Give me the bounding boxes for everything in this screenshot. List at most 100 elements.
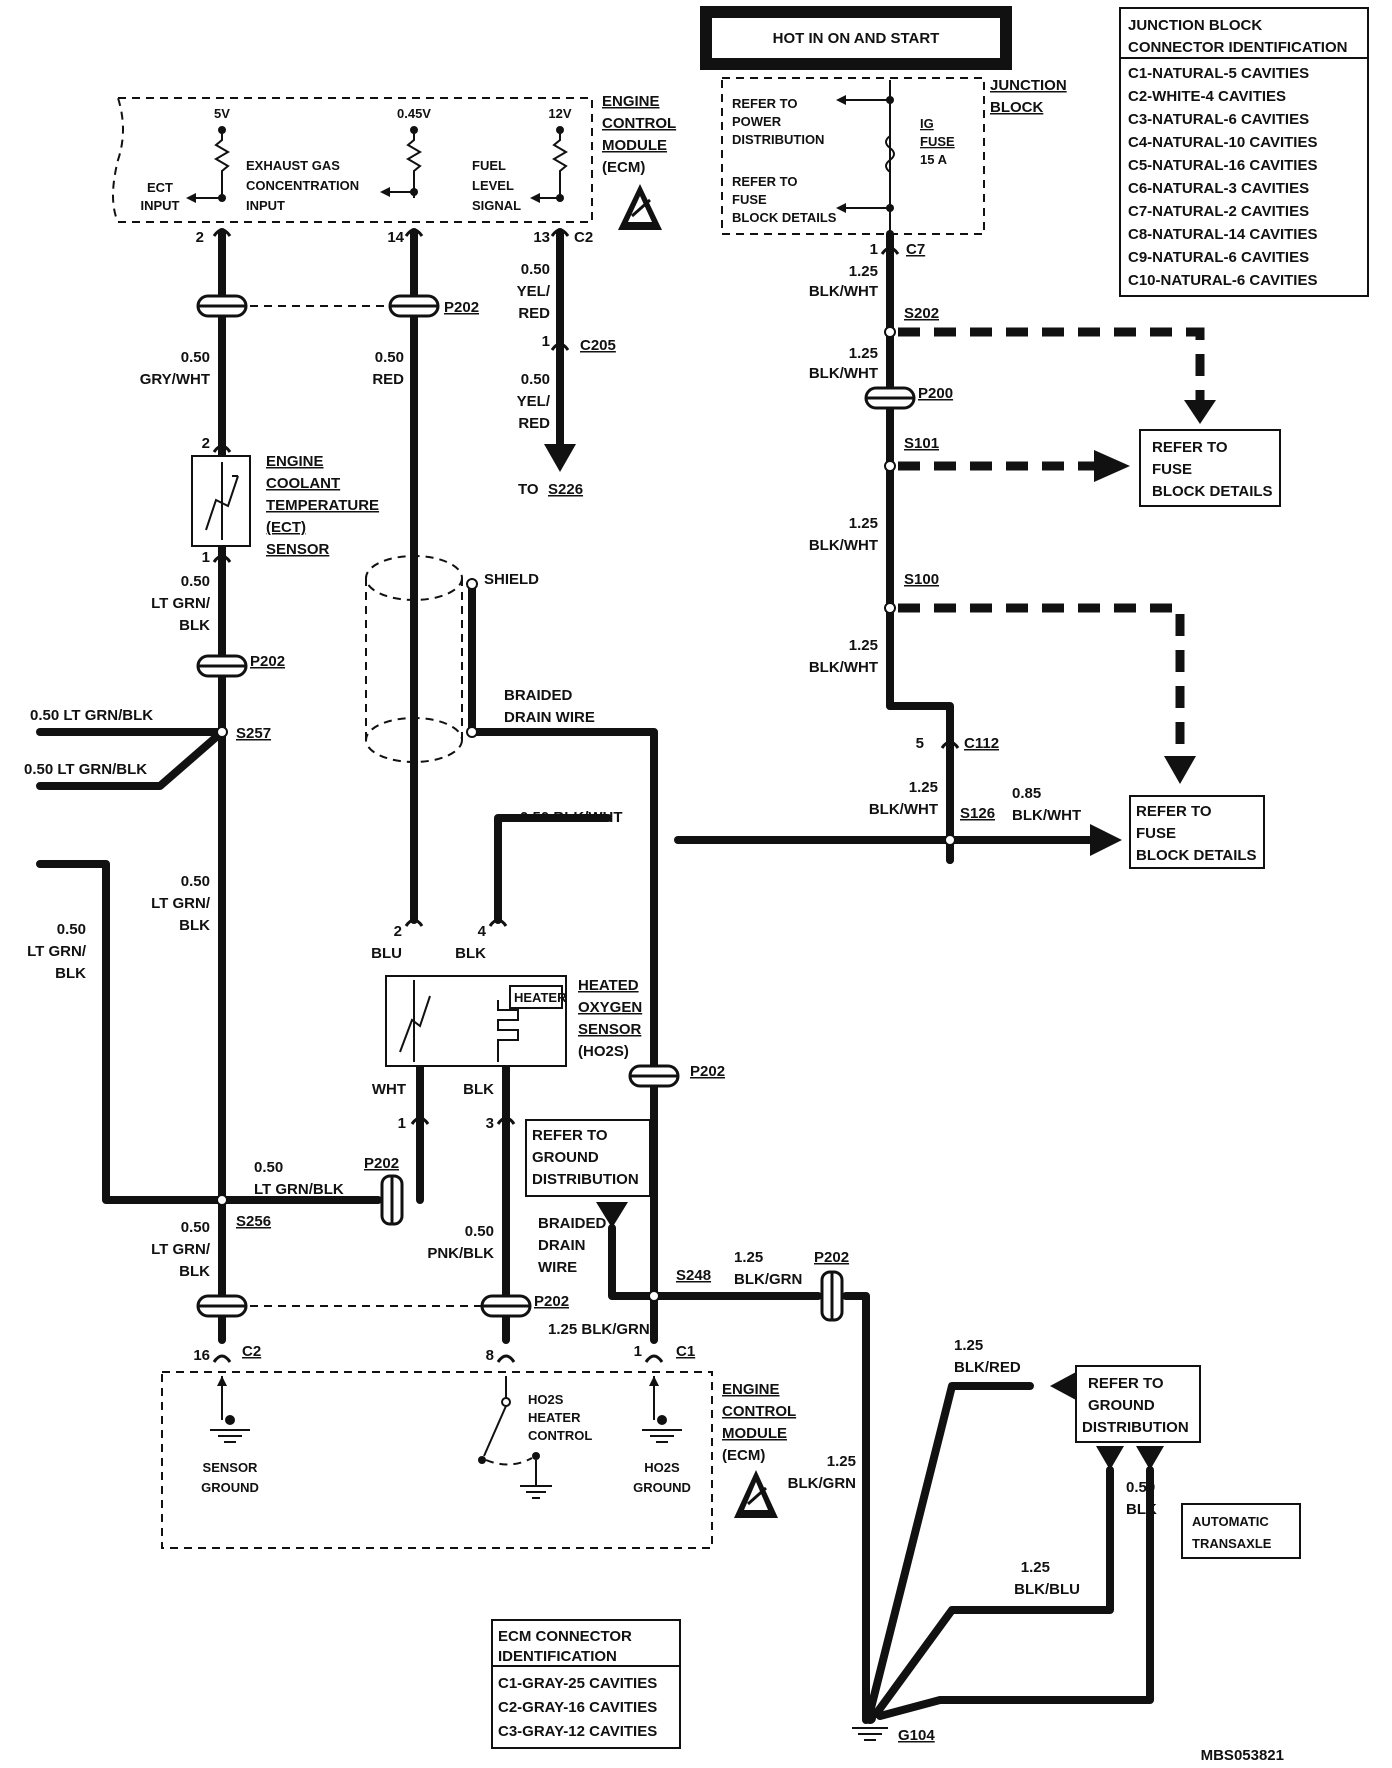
figure-id: MBS053821 [1201, 1747, 1284, 1764]
ect-name: ENGINE [266, 453, 324, 470]
s126-label: S126 [960, 805, 995, 822]
ref-power: POWER [732, 114, 782, 129]
sensor-ground-label: SENSOR [203, 1460, 259, 1475]
exhaust-label: EXHAUST GAS [246, 158, 340, 173]
connector-cavity [212, 554, 232, 563]
wire-color: LT GRN/ [151, 1241, 211, 1258]
ecm-name: CONTROL [722, 1403, 796, 1420]
sensor-ground-label: GROUND [201, 1480, 259, 1495]
inline-connector [196, 1294, 248, 1318]
connector-cavity [404, 918, 424, 927]
connector-pin: 1 [542, 333, 550, 350]
connector-cavity [550, 228, 570, 237]
inline-connector [196, 294, 248, 318]
junction-block-connector-table: JUNCTION BLOCK CONNECTOR IDENTIFICATION … [1119, 7, 1369, 297]
ref-text: REFER TO [532, 1127, 608, 1144]
ref-power: REFER TO [732, 96, 798, 111]
ref-text: GROUND [532, 1149, 599, 1166]
ref-text: REFER TO [1088, 1375, 1164, 1392]
connector-pin: 5 [916, 735, 924, 752]
junction-table-row: C8-NATURAL-14 CAVITIES [1128, 226, 1317, 243]
wire-gage: 1.25 [1021, 1559, 1050, 1576]
wire-color: BLK/WHT [869, 801, 938, 818]
wire-gage: 0.85 [1012, 785, 1041, 802]
ecm-table-title-2: IDENTIFICATION [498, 1648, 617, 1665]
ho2s-ground-label: HO2S [644, 1460, 680, 1475]
ect-input-label: ECT [147, 180, 173, 195]
ref-text: GROUND [1088, 1397, 1155, 1414]
wire-color: BLK/WHT [809, 365, 878, 382]
ref-text: BLOCK DETAILS [1136, 847, 1257, 864]
ho2s-wire-color: WHT [372, 1081, 406, 1098]
hot-label: HOT IN ON AND START [773, 30, 940, 47]
ecm-pin: 8 [486, 1347, 494, 1364]
connector-cavity [496, 1354, 516, 1363]
exhaust-label: CONCENTRATION [246, 178, 359, 193]
wire-gage: 1.25 [849, 515, 878, 532]
junction-table-row: C6-NATURAL-3 CAVITIES [1128, 180, 1309, 197]
ecm-bottom-module: 16 C2 8 1 C1 SENSOR GROUND HO2S HEATER C… [161, 1343, 796, 1549]
wire-gage: 1.25 [849, 637, 878, 654]
wire-gage: 1.25 [827, 1453, 856, 1470]
p202-label: P202 [444, 299, 479, 316]
ho2s-wire-color: BLU [371, 945, 402, 962]
c112-label: C112 [964, 735, 999, 752]
ground-g104: G104 [852, 1712, 935, 1744]
ecm-name: MODULE [722, 1425, 787, 1442]
connector-cavity [496, 1116, 516, 1125]
junction-table-row: C1-NATURAL-5 CAVITIES [1128, 65, 1309, 82]
splice-label: S226 [548, 481, 583, 498]
ect-pin: 1 [202, 549, 210, 566]
ect-name: (ECT) [266, 519, 306, 536]
fuel-label: LEVEL [472, 178, 514, 193]
ref-text: REFER TO [1136, 803, 1212, 820]
wire-color: RED [372, 371, 404, 388]
ho2s-pin: 3 [486, 1115, 494, 1132]
ecm-name: CONTROL [602, 115, 676, 132]
ref-text: FUSE [1136, 825, 1176, 842]
wire-color: LT GRN/BLK [254, 1181, 344, 1198]
ref-fuse-2: REFER TO FUSE BLOCK DETAILS [1129, 795, 1265, 869]
p202-label: P202 [250, 653, 285, 670]
ref-fuse: FUSE [732, 192, 767, 207]
ref-fuse: REFER TO [732, 174, 798, 189]
wire-gage: 0.50 [181, 873, 210, 890]
splice-nodes [216, 326, 956, 1302]
ecm-pin: 2 [196, 229, 204, 246]
wire-label: 1.25 BLK/GRN [548, 1321, 650, 1338]
ecm-connector: C1 [676, 1343, 695, 1360]
wire-label: 0.50 LT GRN/BLK [24, 761, 147, 778]
inline-connector [480, 1294, 532, 1318]
heater-control-label: HO2S [528, 1392, 564, 1407]
ect-name: TEMPERATURE [266, 497, 379, 514]
junction-table-title-2: CONNECTOR IDENTIFICATION [1128, 39, 1347, 56]
wire-color: BLK/GRN [734, 1271, 802, 1288]
ecm-name: (ECM) [602, 159, 645, 176]
fuse-label: IG [920, 116, 934, 131]
wire-labels: 0.50 GRY/WHT 0.50 RED 0.50 YEL/ RED 1 C2… [24, 261, 1157, 1598]
ecm-table-row: C3-GRAY-12 CAVITIES [498, 1723, 657, 1740]
drain-label: BRAIDED [538, 1215, 607, 1232]
connector-cavity [488, 918, 508, 927]
s256-label: S256 [236, 1213, 271, 1230]
ecm-name: ENGINE [722, 1381, 780, 1398]
ecm-pin: 13 [533, 229, 550, 246]
connector-cavity [404, 228, 424, 237]
wire-color: LT GRN/ [27, 943, 87, 960]
wire-color: GRY/WHT [140, 371, 210, 388]
wire-gage: 0.50 [181, 1219, 210, 1236]
esd-warning-icon [734, 1470, 778, 1518]
v12-label: 12V [548, 106, 571, 121]
ref-fuse: BLOCK DETAILS [732, 210, 837, 225]
s100-label: S100 [904, 571, 939, 588]
drain-label: DRAIN [538, 1237, 586, 1254]
ho2s-name: (HO2S) [578, 1043, 629, 1060]
p202-label: P202 [534, 1293, 569, 1310]
wire-color: PNK/BLK [427, 1245, 494, 1262]
jb-connector: C7 [906, 241, 925, 258]
junction-table-row: C7-NATURAL-2 CAVITIES [1128, 203, 1309, 220]
ref-text: REFER TO [1152, 439, 1228, 456]
ref-ground-1: REFER TO GROUND DISTRIBUTION BRAIDED DRA… [525, 1119, 651, 1276]
ecm-top-module: 5V ECT INPUT EXHAUST GAS CONCENTRATION I… [112, 93, 676, 246]
ref-text: BLOCK DETAILS [1152, 483, 1273, 500]
